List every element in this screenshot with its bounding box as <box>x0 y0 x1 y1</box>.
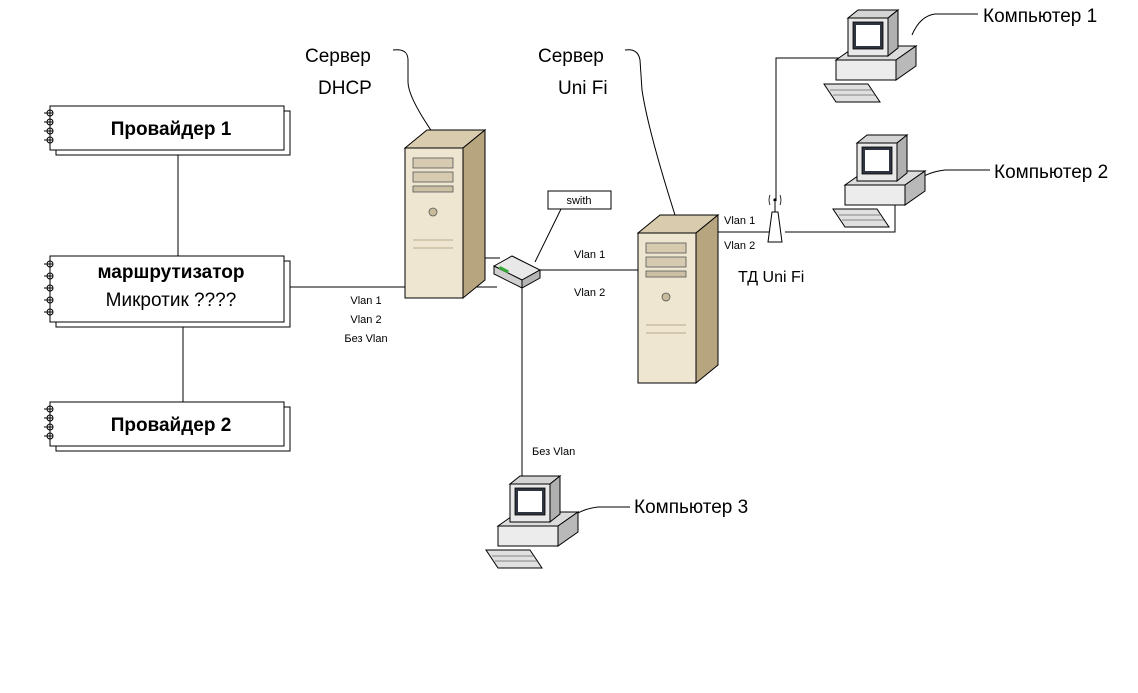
link-switch-unifi-server <box>540 269 639 278</box>
link-label: Без Vlan <box>344 333 387 345</box>
link-label: Vlan 2 <box>574 287 605 299</box>
computer3-label: Компьютер 3 <box>634 497 748 518</box>
provider2-box: Провайдер 2 <box>43 401 291 452</box>
wireless-antenna-icon <box>767 194 783 243</box>
switch-label-box <box>547 190 612 210</box>
server-dhcp-label-line2: DHCP <box>318 78 372 99</box>
callout-dhcp <box>392 49 446 151</box>
server-dhcp-icon <box>404 129 486 299</box>
server-ap-link-labels: Vlan 1 Vlan 2 <box>724 215 755 252</box>
link-switch-label <box>534 206 563 263</box>
computer1-icon <box>823 9 917 103</box>
computer1-label: Компьютер 1 <box>983 6 1097 27</box>
callout-unifi <box>624 49 676 216</box>
server-dhcp-label-line1: Сервер <box>305 46 371 67</box>
link-ap-computer1 <box>775 57 850 200</box>
link-label: Vlan 1 <box>724 215 755 227</box>
link-label: Vlan 2 <box>724 240 755 252</box>
computer3-icon <box>485 475 579 569</box>
router-label-line2: Микротик ???? <box>106 290 237 311</box>
link-label: Без Vlan <box>532 446 575 458</box>
router-switch-link-labels: Vlan 1 Vlan 2 Без Vlan <box>344 295 387 345</box>
computer2-label: Компьютер 2 <box>994 162 1108 183</box>
router-box: маршрутизатор Микротик ???? <box>43 255 291 328</box>
callout-computer1 <box>911 13 978 36</box>
link-dhcp-switch <box>483 188 500 259</box>
provider2-label: Провайдер 2 <box>111 415 232 436</box>
server-unifi-label-line1: Сервер <box>538 46 604 67</box>
link-label: Vlan 2 <box>350 314 381 326</box>
link-label: Vlan 1 <box>574 249 605 261</box>
server-unifi-label-line2: Uni Fi <box>558 78 608 99</box>
provider1-box: Провайдер 1 <box>43 105 291 156</box>
router-label-line1: маршрутизатор <box>98 262 245 283</box>
computer2-icon <box>832 134 926 228</box>
callout-computer2 <box>917 169 990 181</box>
switch-label: swith <box>566 195 591 207</box>
link-label: Vlan 1 <box>350 295 381 307</box>
switch-server-link-labels: Vlan 1 Vlan 2 <box>574 249 605 299</box>
callout-computer3 <box>573 506 630 517</box>
access-point-label: ТД Uni Fi <box>738 269 804 286</box>
link-ap-computer2 <box>785 198 896 233</box>
server-unifi-icon <box>637 214 719 384</box>
provider1-label: Провайдер 1 <box>111 119 232 140</box>
network-switch-icon <box>492 255 542 289</box>
